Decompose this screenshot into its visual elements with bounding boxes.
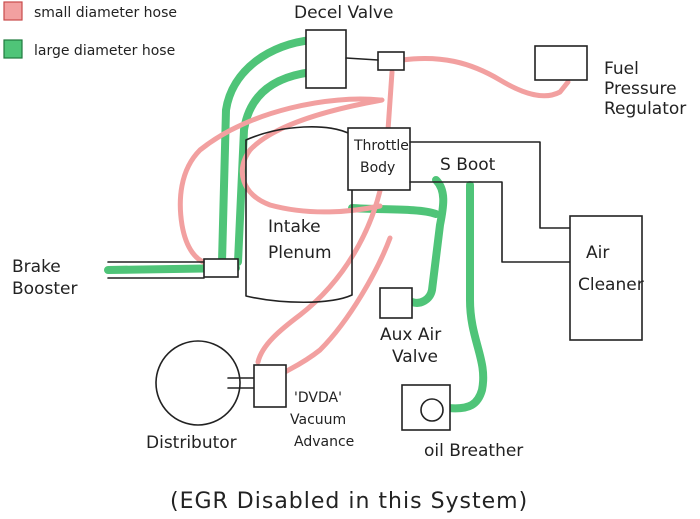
- distributor: Distributor: [146, 340, 257, 453]
- oil-breather-cap: [420, 398, 444, 422]
- hose-sboot-to-oil-breather: [444, 181, 488, 413]
- distributor-label: Distributor: [146, 433, 237, 453]
- brake-booster-label-line2: Booster: [12, 279, 77, 299]
- s-boot-label: S Boot: [440, 155, 496, 175]
- hose-sboot-to-aux-air: [408, 176, 448, 307]
- aux-air-valve-label-line2: Valve: [392, 347, 438, 367]
- intake-plenum-outline: [245, 126, 353, 303]
- hose-aux-to-dvda: [282, 235, 393, 375]
- footnote: (EGR Disabled in this System): [170, 489, 528, 514]
- fuel-pressure-regulator: Fuel Pressure Regulator: [534, 45, 686, 119]
- dvda-label-line3: Advance: [294, 434, 354, 450]
- dvda-label-line1: 'DVDA': [294, 390, 342, 406]
- hose-tee-to-throttle: [385, 69, 395, 133]
- brake-booster: Brake Booster: [12, 257, 239, 299]
- decel-valve-label: Decel Valve: [294, 3, 393, 23]
- throttle-body: Throttle Body: [347, 127, 411, 191]
- tee-fitting-body: [377, 51, 405, 71]
- legend-swatch-small-hose: [3, 1, 23, 21]
- s-boot: S Boot: [409, 141, 571, 263]
- legend-large-hose-label: large diameter hose: [34, 43, 175, 59]
- air-cleaner: Air Cleaner: [569, 215, 644, 341]
- intake-plenum: Intake Plenum: [245, 126, 353, 303]
- hose-decel-to-plenum: [234, 68, 316, 266]
- hose-decel-to-fuel-regulator: [399, 55, 571, 99]
- brake-booster-fitting: [203, 258, 239, 278]
- aux-air-valve-label-line1: Aux Air: [380, 325, 441, 345]
- legend: small diameter hose large diameter hose: [3, 1, 177, 59]
- brake-booster-pipe: [107, 261, 205, 279]
- fuel-regulator-label-line3: Regulator: [604, 99, 686, 119]
- dvda-vacuum-advance: 'DVDA' Vacuum Advance: [253, 364, 354, 450]
- hose-throttle-to-booster: [177, 96, 383, 267]
- fuel-regulator-label-line1: Fuel: [604, 59, 639, 79]
- distributor-vacuum-link: [227, 377, 257, 389]
- decel-valve-body: [305, 29, 347, 89]
- throttle-body-label-line2: Body: [360, 160, 395, 176]
- distributor-body: [155, 340, 241, 426]
- air-cleaner-label-line2: Cleaner: [578, 275, 644, 295]
- throttle-body-label-line1: Throttle: [353, 138, 409, 154]
- aux-air-valve: Aux Air Valve: [379, 287, 441, 367]
- tee-fitting: [345, 51, 405, 71]
- hose-throttle-to-dvda: [255, 179, 385, 365]
- dvda-label-line2: Vacuum: [290, 412, 346, 428]
- throttle-body-box: [347, 127, 411, 191]
- air-cleaner-box: [569, 215, 643, 341]
- oil-breather: oil Breather: [401, 384, 523, 461]
- hose-throttle-loop: [239, 97, 385, 215]
- small-hoses: [177, 55, 571, 375]
- dvda-box: [253, 364, 287, 408]
- s-boot-outline: [409, 141, 571, 263]
- brake-booster-label-line1: Brake: [12, 257, 61, 277]
- decel-valve: Decel Valve: [294, 3, 393, 89]
- legend-swatch-large-hose: [3, 39, 23, 59]
- intake-plenum-label-line1: Intake: [268, 217, 321, 237]
- tee-link: [345, 57, 379, 61]
- legend-small-hose-label: small diameter hose: [34, 5, 177, 21]
- large-hoses: [104, 36, 488, 413]
- fuel-regulator-body: [534, 45, 588, 81]
- hose-decel-to-booster: [218, 36, 316, 266]
- fuel-regulator-label-line2: Pressure: [604, 79, 677, 99]
- intake-plenum-label-line2: Plenum: [268, 243, 332, 263]
- oil-breather-label: oil Breather: [424, 441, 523, 461]
- air-cleaner-label-line1: Air: [586, 243, 609, 263]
- aux-air-valve-box: [379, 287, 413, 319]
